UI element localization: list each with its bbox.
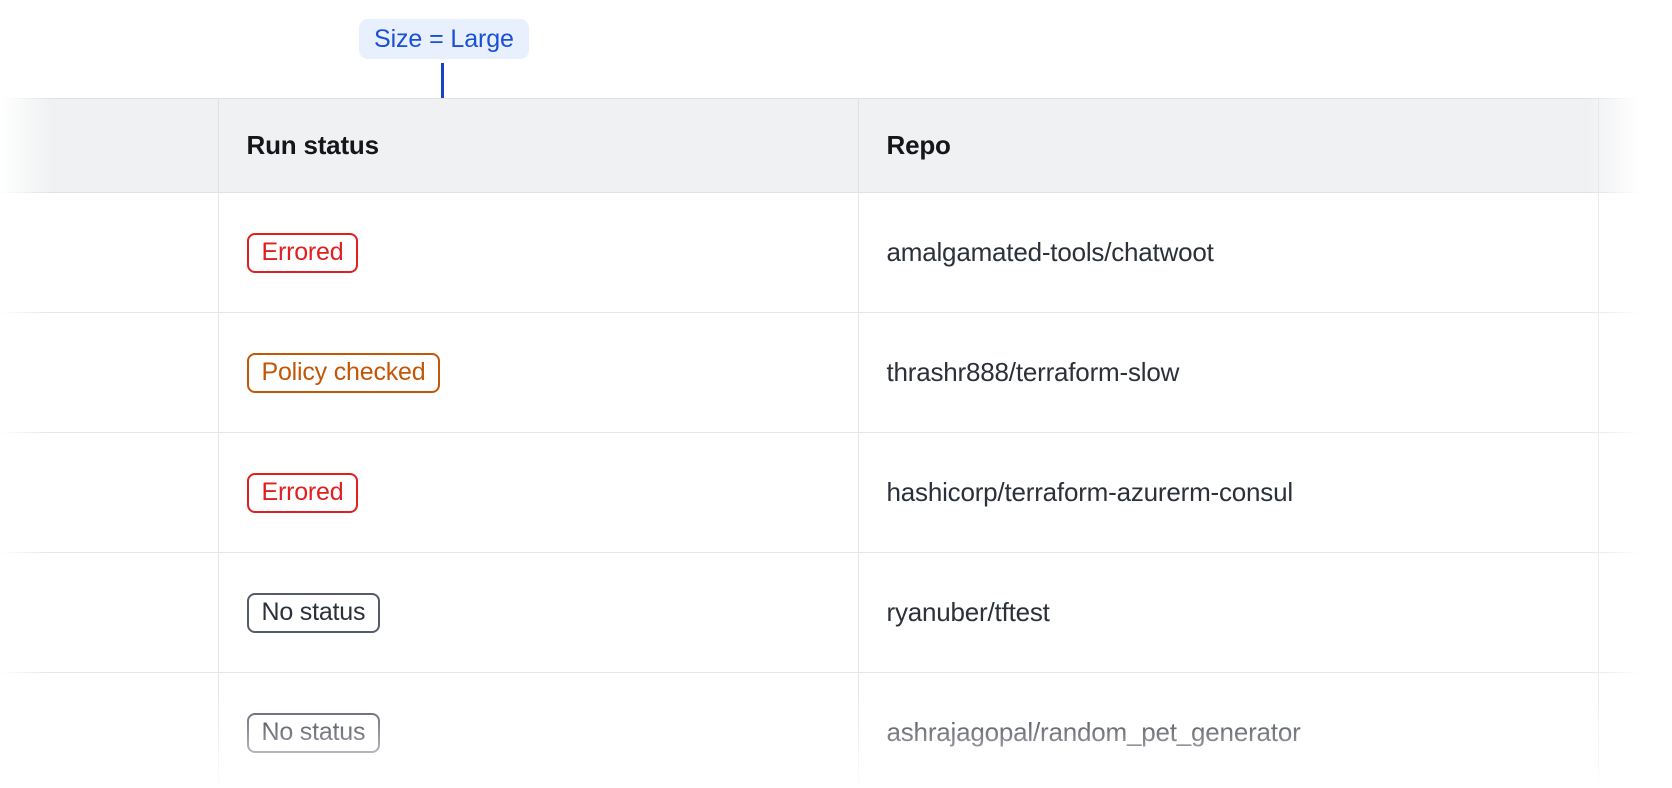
column-header-leading-spacer <box>0 98 219 193</box>
table-header: Run status Repo <box>0 98 1672 193</box>
runs-table-container: Run status Repo Errored amalgamated-tool… <box>0 98 1672 788</box>
annotation-badge-size-large: Size = Large <box>359 19 529 59</box>
status-badge[interactable]: No status <box>246 592 381 633</box>
status-badge[interactable]: No status <box>246 712 381 753</box>
table-row[interactable]: No status ashrajagopal/random_pet_genera… <box>0 672 1672 788</box>
repo-name[interactable]: ryanuber/tftest <box>886 597 1050 627</box>
repo-cell: ryanuber/tftest <box>858 552 1599 673</box>
row-leading-cell <box>0 432 219 553</box>
table-row[interactable]: Errored hashicorp/terraform-azurerm-cons… <box>0 432 1672 553</box>
repo-name[interactable]: ashrajagopal/random_pet_generator <box>886 717 1301 747</box>
repo-name[interactable]: amalgamated-tools/chatwoot <box>886 237 1214 267</box>
repo-cell: ashrajagopal/random_pet_generator <box>858 672 1599 788</box>
column-header-run-status[interactable]: Run status <box>218 98 859 193</box>
run-status-cell: Errored <box>218 192 859 313</box>
repo-name[interactable]: thrashr888/terraform-slow <box>886 357 1180 387</box>
row-trailing-cell <box>1598 432 1672 553</box>
row-leading-cell <box>0 312 219 433</box>
runs-table: Run status Repo Errored amalgamated-tool… <box>0 98 1672 788</box>
status-badge[interactable]: Errored <box>246 232 359 273</box>
row-leading-cell <box>0 672 219 788</box>
column-header-trailing-spacer <box>1598 98 1672 193</box>
row-trailing-cell <box>1598 192 1672 313</box>
table-row[interactable]: No status ryanuber/tftest <box>0 552 1672 673</box>
repo-cell: amalgamated-tools/chatwoot <box>858 192 1599 313</box>
row-trailing-cell <box>1598 672 1672 788</box>
row-leading-cell <box>0 192 219 313</box>
repo-name[interactable]: hashicorp/terraform-azurerm-consul <box>886 477 1294 507</box>
status-badge[interactable]: Policy checked <box>246 352 441 393</box>
table-row[interactable]: Errored amalgamated-tools/chatwoot <box>0 192 1672 313</box>
run-status-cell: Errored <box>218 432 859 553</box>
row-leading-cell <box>0 552 219 673</box>
status-badge[interactable]: Errored <box>246 472 359 513</box>
repo-cell: hashicorp/terraform-azurerm-consul <box>858 432 1599 553</box>
row-trailing-cell <box>1598 552 1672 673</box>
column-header-repo[interactable]: Repo <box>858 98 1599 193</box>
run-status-cell: Policy checked <box>218 312 859 433</box>
row-trailing-cell <box>1598 312 1672 433</box>
run-status-cell: No status <box>218 552 859 673</box>
run-status-cell: No status <box>218 672 859 788</box>
table-header-row: Run status Repo <box>0 98 1672 193</box>
table-row[interactable]: Policy checked thrashr888/terraform-slow <box>0 312 1672 433</box>
table-body: Errored amalgamated-tools/chatwoot Polic… <box>0 192 1672 788</box>
repo-cell: thrashr888/terraform-slow <box>858 312 1599 433</box>
